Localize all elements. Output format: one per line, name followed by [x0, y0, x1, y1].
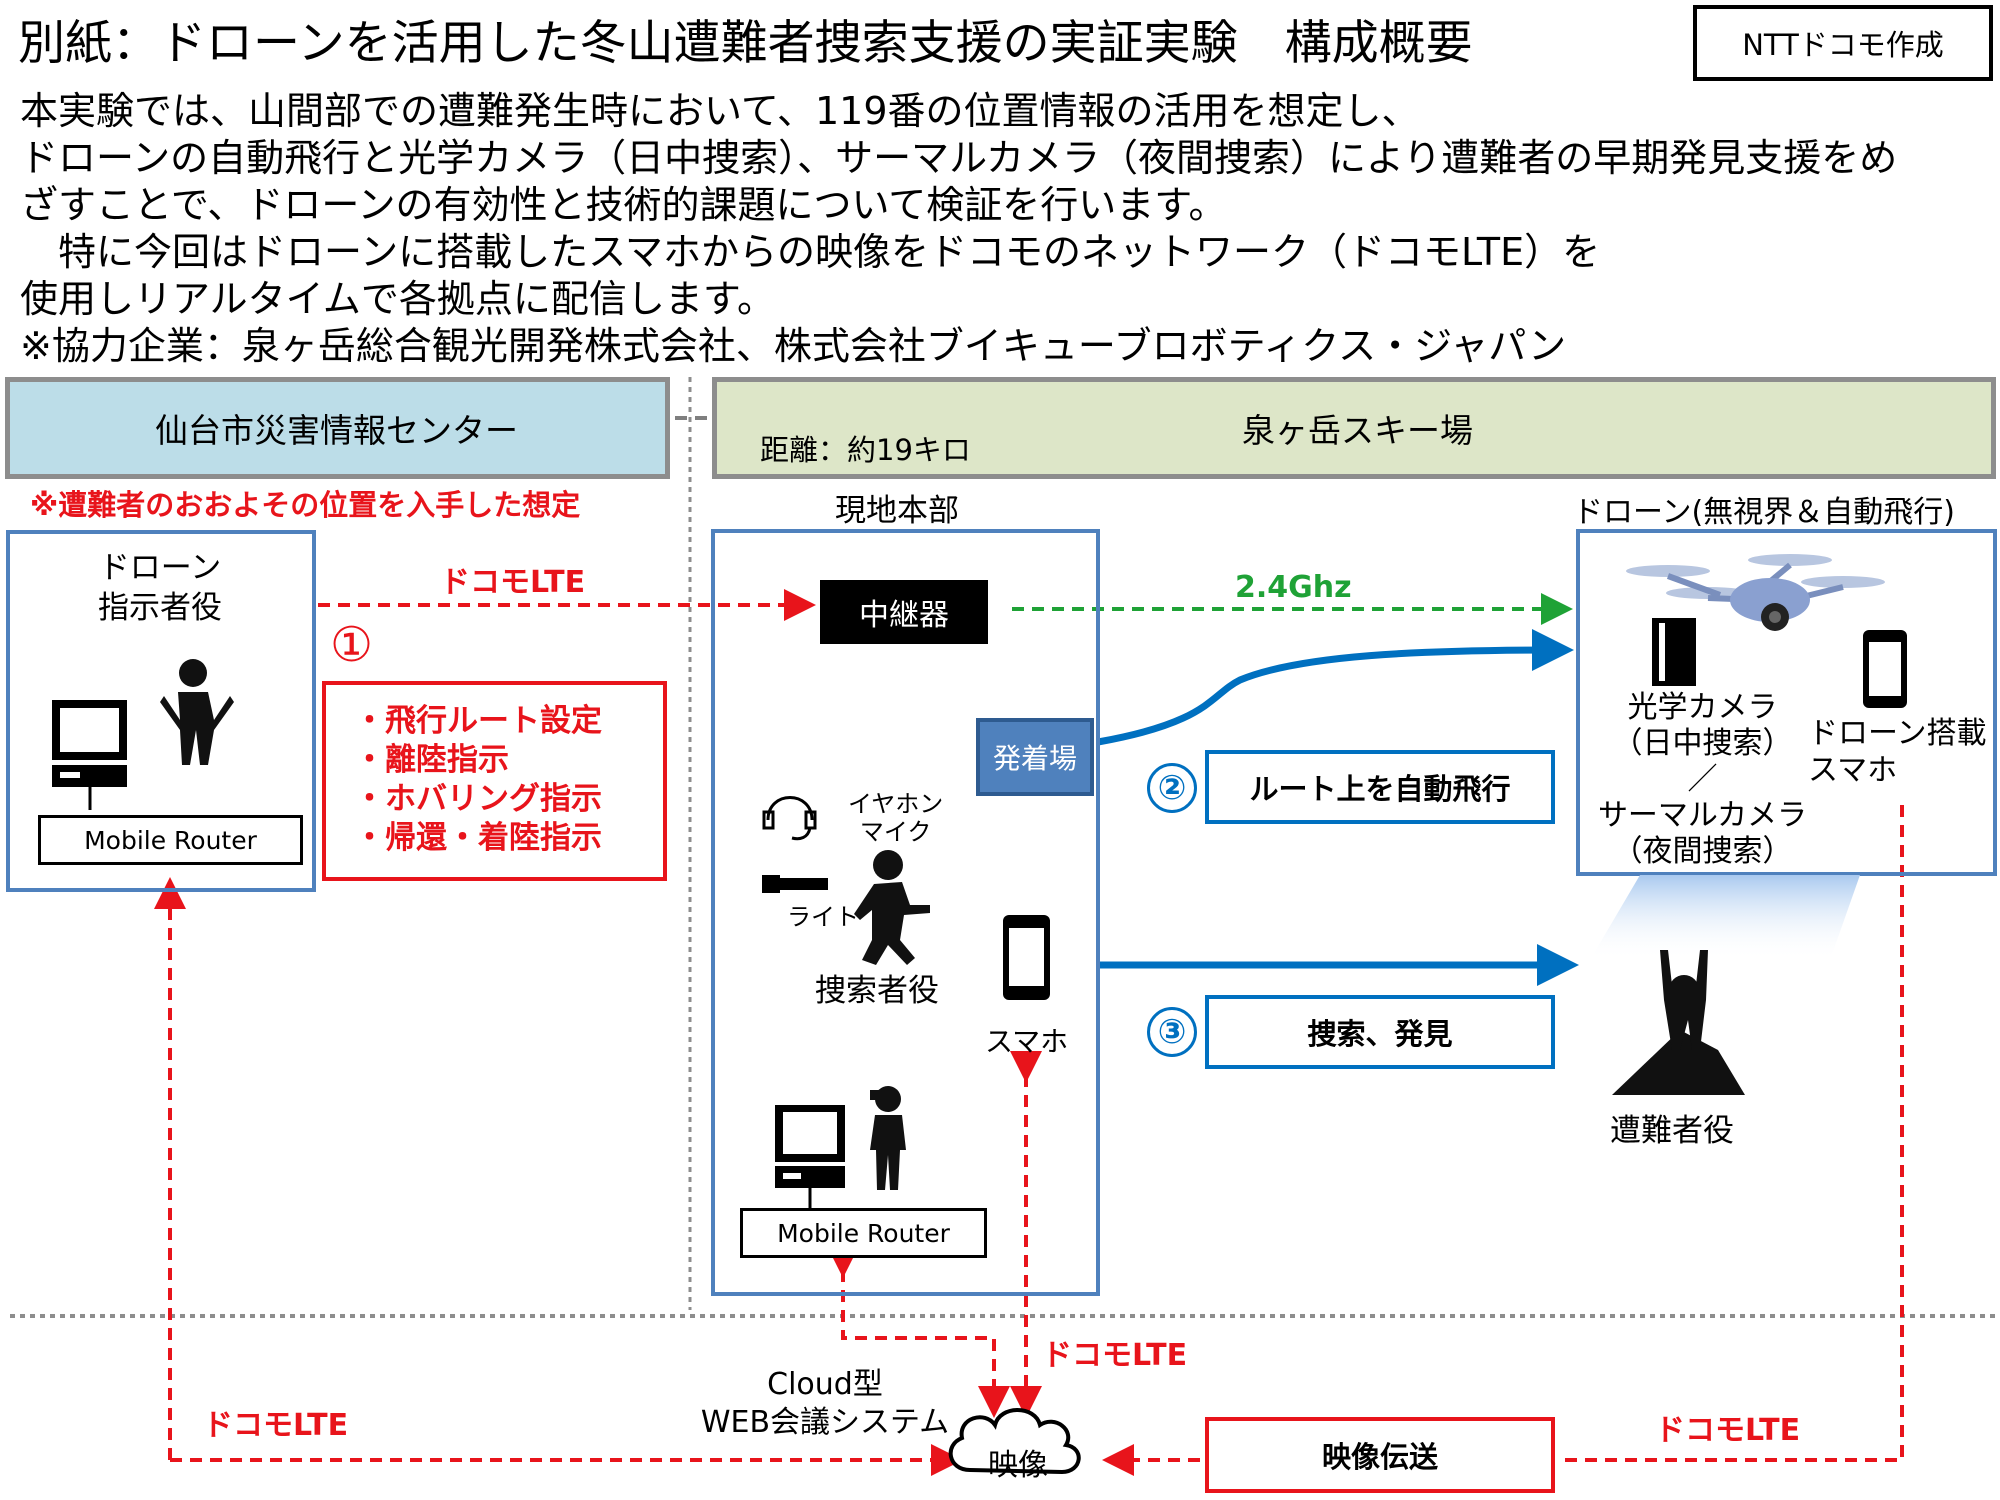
left-pc-icon — [52, 700, 127, 810]
instruction-item: ・ホバリング指示 — [354, 781, 602, 817]
searcher-label: 捜索者役 — [815, 973, 939, 1009]
step-3-number: ③ — [1147, 1007, 1197, 1057]
lte-drone-to-video — [1560, 805, 1904, 1462]
launch-pad-box: 発着場 — [976, 718, 1094, 796]
flashlight-icon — [762, 875, 828, 893]
drone-smartphone-icon — [1863, 630, 1907, 708]
drone-title: ドローン(無視界＆自動飛行) — [1573, 495, 1955, 530]
lte-label-center: ドコモLTE — [1042, 1338, 1188, 1373]
region-izumi: 泉ヶ岳スキー場 — [712, 377, 1996, 479]
left-person-icon — [160, 659, 234, 765]
author-badge: NTTドコモ作成 — [1693, 5, 1993, 81]
cloud-caption: Cloud型 WEB会議システム — [700, 1367, 950, 1440]
repeater-box: 中継器 — [820, 580, 988, 644]
instruction-item: ・飛行ルート設定 — [354, 703, 602, 739]
smartphone-label: スマホ — [985, 1025, 1069, 1058]
light-label: ライト — [787, 903, 859, 931]
lte-hq-router-to-cloud — [827, 1246, 1010, 1418]
headset-icon — [762, 796, 817, 841]
left-role-label: ドローン 指示者役 — [98, 550, 222, 626]
step-2-box: ルート上を自動飛行 — [1205, 750, 1555, 824]
instruction-item: ・帰還・着陸指示 — [354, 820, 602, 856]
headset-label: イヤホン マイク — [848, 790, 944, 846]
hq-box — [711, 529, 1100, 1296]
assumption-note: ※遭難者のおおよその位置を入手した想定 — [30, 488, 581, 522]
instruction-item: ・離陸指示 — [354, 742, 509, 778]
step-2-number: ② — [1147, 763, 1197, 813]
cloud-icon — [948, 1408, 1081, 1475]
route-arrow — [1097, 629, 1574, 746]
video-transfer-box: 映像伝送 — [1205, 1417, 1555, 1493]
page-title: 別紙：ドローンを活用した冬山遭難者捜索支援の実証実験 構成概要 — [18, 16, 1473, 71]
step-1-number: ① — [330, 617, 374, 673]
camera-beam — [1590, 875, 1860, 960]
drone-icon — [1626, 554, 1885, 631]
step-3-box: 捜索、発見 — [1205, 995, 1555, 1069]
drone-box — [1576, 529, 1997, 876]
hq-title: 現地本部 — [835, 493, 959, 529]
left-mobile-router: Mobile Router — [38, 815, 303, 865]
hq-smartphone-icon — [1003, 915, 1050, 1000]
wifi-label: 2.4Ghz — [1235, 570, 1352, 605]
lte-label-left: ドコモLTE — [203, 1408, 349, 1443]
cloud-label: 映像 — [988, 1448, 1048, 1483]
region-izumi-label: 泉ヶ岳スキー場 — [1242, 411, 1473, 450]
region-sendai-label: 仙台市災害情報センター — [155, 411, 518, 450]
hq-pc-icon — [775, 1105, 845, 1210]
lte-label-top: ドコモLTE — [440, 565, 586, 600]
left-site-box — [6, 530, 316, 892]
victim-label: 遭難者役 — [1610, 1113, 1734, 1149]
camera-icon — [1652, 618, 1696, 686]
camera-label: 光学カメラ （日中捜索） ／ サーマルカメラ （夜間捜索） — [1597, 690, 1808, 869]
searcher-icon — [854, 850, 930, 965]
drone-phone-label: ドローン搭載 スマホ — [1808, 716, 1987, 788]
lte-label-right: ドコモLTE — [1655, 1413, 1801, 1448]
hq-mobile-router: Mobile Router — [740, 1208, 987, 1258]
region-sendai: 仙台市災害情報センター — [5, 377, 670, 479]
distance-label: 距離：約19キロ — [760, 433, 971, 467]
intro-text: 本実験では、山間部での遭難発生時において、119番の位置情報の活用を想定し、 ド… — [20, 89, 1898, 368]
victim-icon — [1612, 950, 1745, 1095]
hq-person-icon — [870, 1086, 906, 1190]
instruction-list: ・飛行ルート設定 ・離陸指示 ・ホバリング指示 ・帰還・着陸指示 — [322, 681, 667, 881]
